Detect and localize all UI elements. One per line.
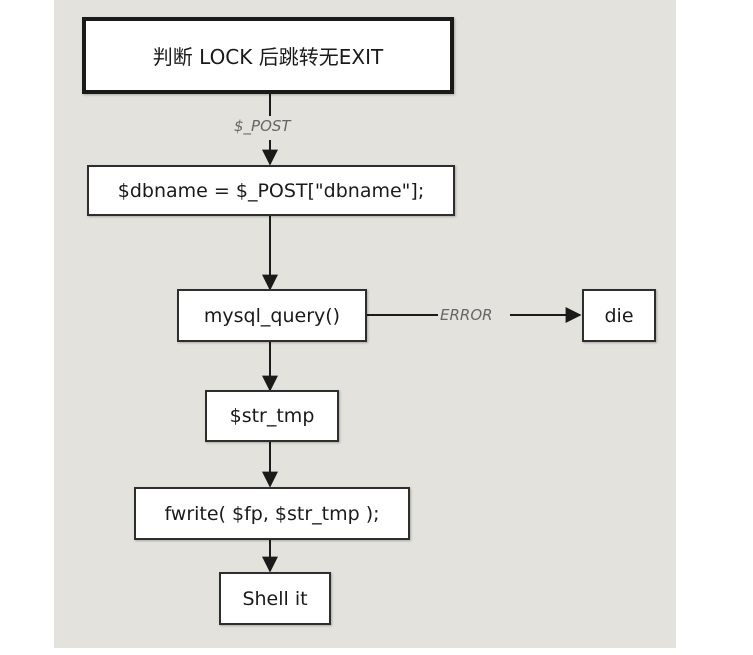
node-str-tmp: $str_tmp (205, 390, 339, 442)
node-lock-check: 判断 LOCK 后跳转无EXIT (82, 17, 454, 94)
node-fwrite: fwrite( $fp, $str_tmp ); (134, 487, 410, 540)
edge-label-error: ERROR (440, 306, 493, 324)
node-dbname-assign: $dbname = $_POST["dbname"]; (87, 165, 455, 216)
node-die: die (582, 289, 656, 342)
node-shell-it: Shell it (219, 572, 331, 625)
node-mysql-query: mysql_query() (177, 289, 367, 342)
edge-label-post: $_POST (234, 117, 291, 135)
